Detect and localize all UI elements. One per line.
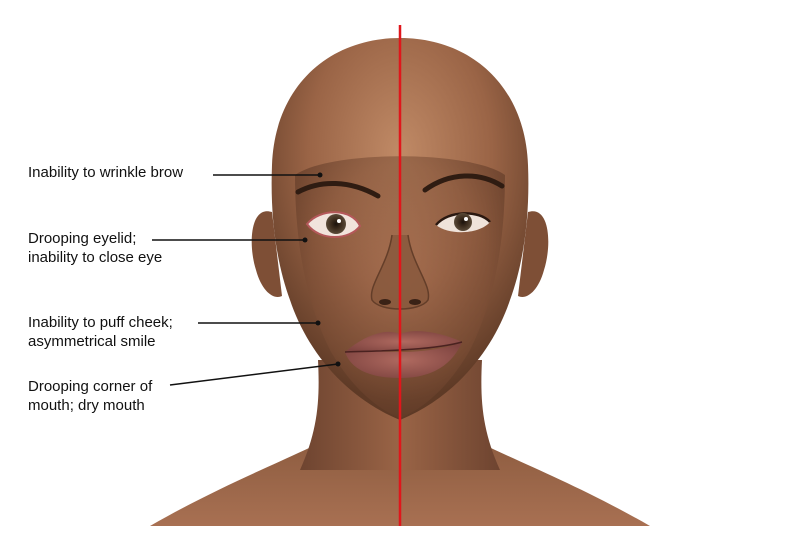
left-nostril bbox=[379, 299, 391, 305]
annotation-cheek-line-2: asymmetrical smile bbox=[28, 333, 156, 350]
annotation-cheek: Inability to puff cheek; asymmetrical sm… bbox=[28, 313, 173, 351]
mouth-leader-dot bbox=[335, 361, 341, 367]
right-nostril bbox=[409, 299, 421, 305]
left-ear bbox=[251, 211, 282, 297]
annotation-brow-line-1: Inability to wrinkle brow bbox=[28, 164, 184, 181]
right-pupil-highlight bbox=[464, 217, 468, 221]
left-iris bbox=[326, 214, 346, 234]
mouth-leader-line bbox=[169, 363, 339, 386]
left-pupil-highlight bbox=[337, 219, 341, 223]
left-eye-lid bbox=[305, 211, 362, 238]
annotation-cheek-line-1: Inability to puff cheek; bbox=[28, 314, 173, 331]
right-iris bbox=[454, 213, 472, 231]
cheek-leader-dot bbox=[315, 320, 321, 326]
eyelid-leader-dot bbox=[302, 237, 308, 243]
annotation-mouth-line-2: mouth; dry mouth bbox=[28, 397, 145, 414]
annotation-eyelid-line-1: Drooping eyelid; bbox=[28, 230, 137, 247]
annotation-eyelid-line-2: inability to close eye bbox=[28, 249, 163, 266]
annotation-brow: Inability to wrinkle brow bbox=[28, 163, 183, 182]
right-brow bbox=[422, 173, 505, 193]
brow-leader-dot bbox=[317, 172, 323, 178]
annotation-mouth-line-1: Drooping corner of bbox=[28, 378, 153, 395]
left-brow bbox=[295, 181, 381, 199]
right-ear bbox=[518, 211, 549, 297]
lower-lip bbox=[345, 342, 462, 378]
annotation-eyelid: Drooping eyelid; inability to close eye bbox=[28, 229, 162, 267]
annotation-mouth: Drooping corner of mouth; dry mouth bbox=[28, 377, 152, 415]
